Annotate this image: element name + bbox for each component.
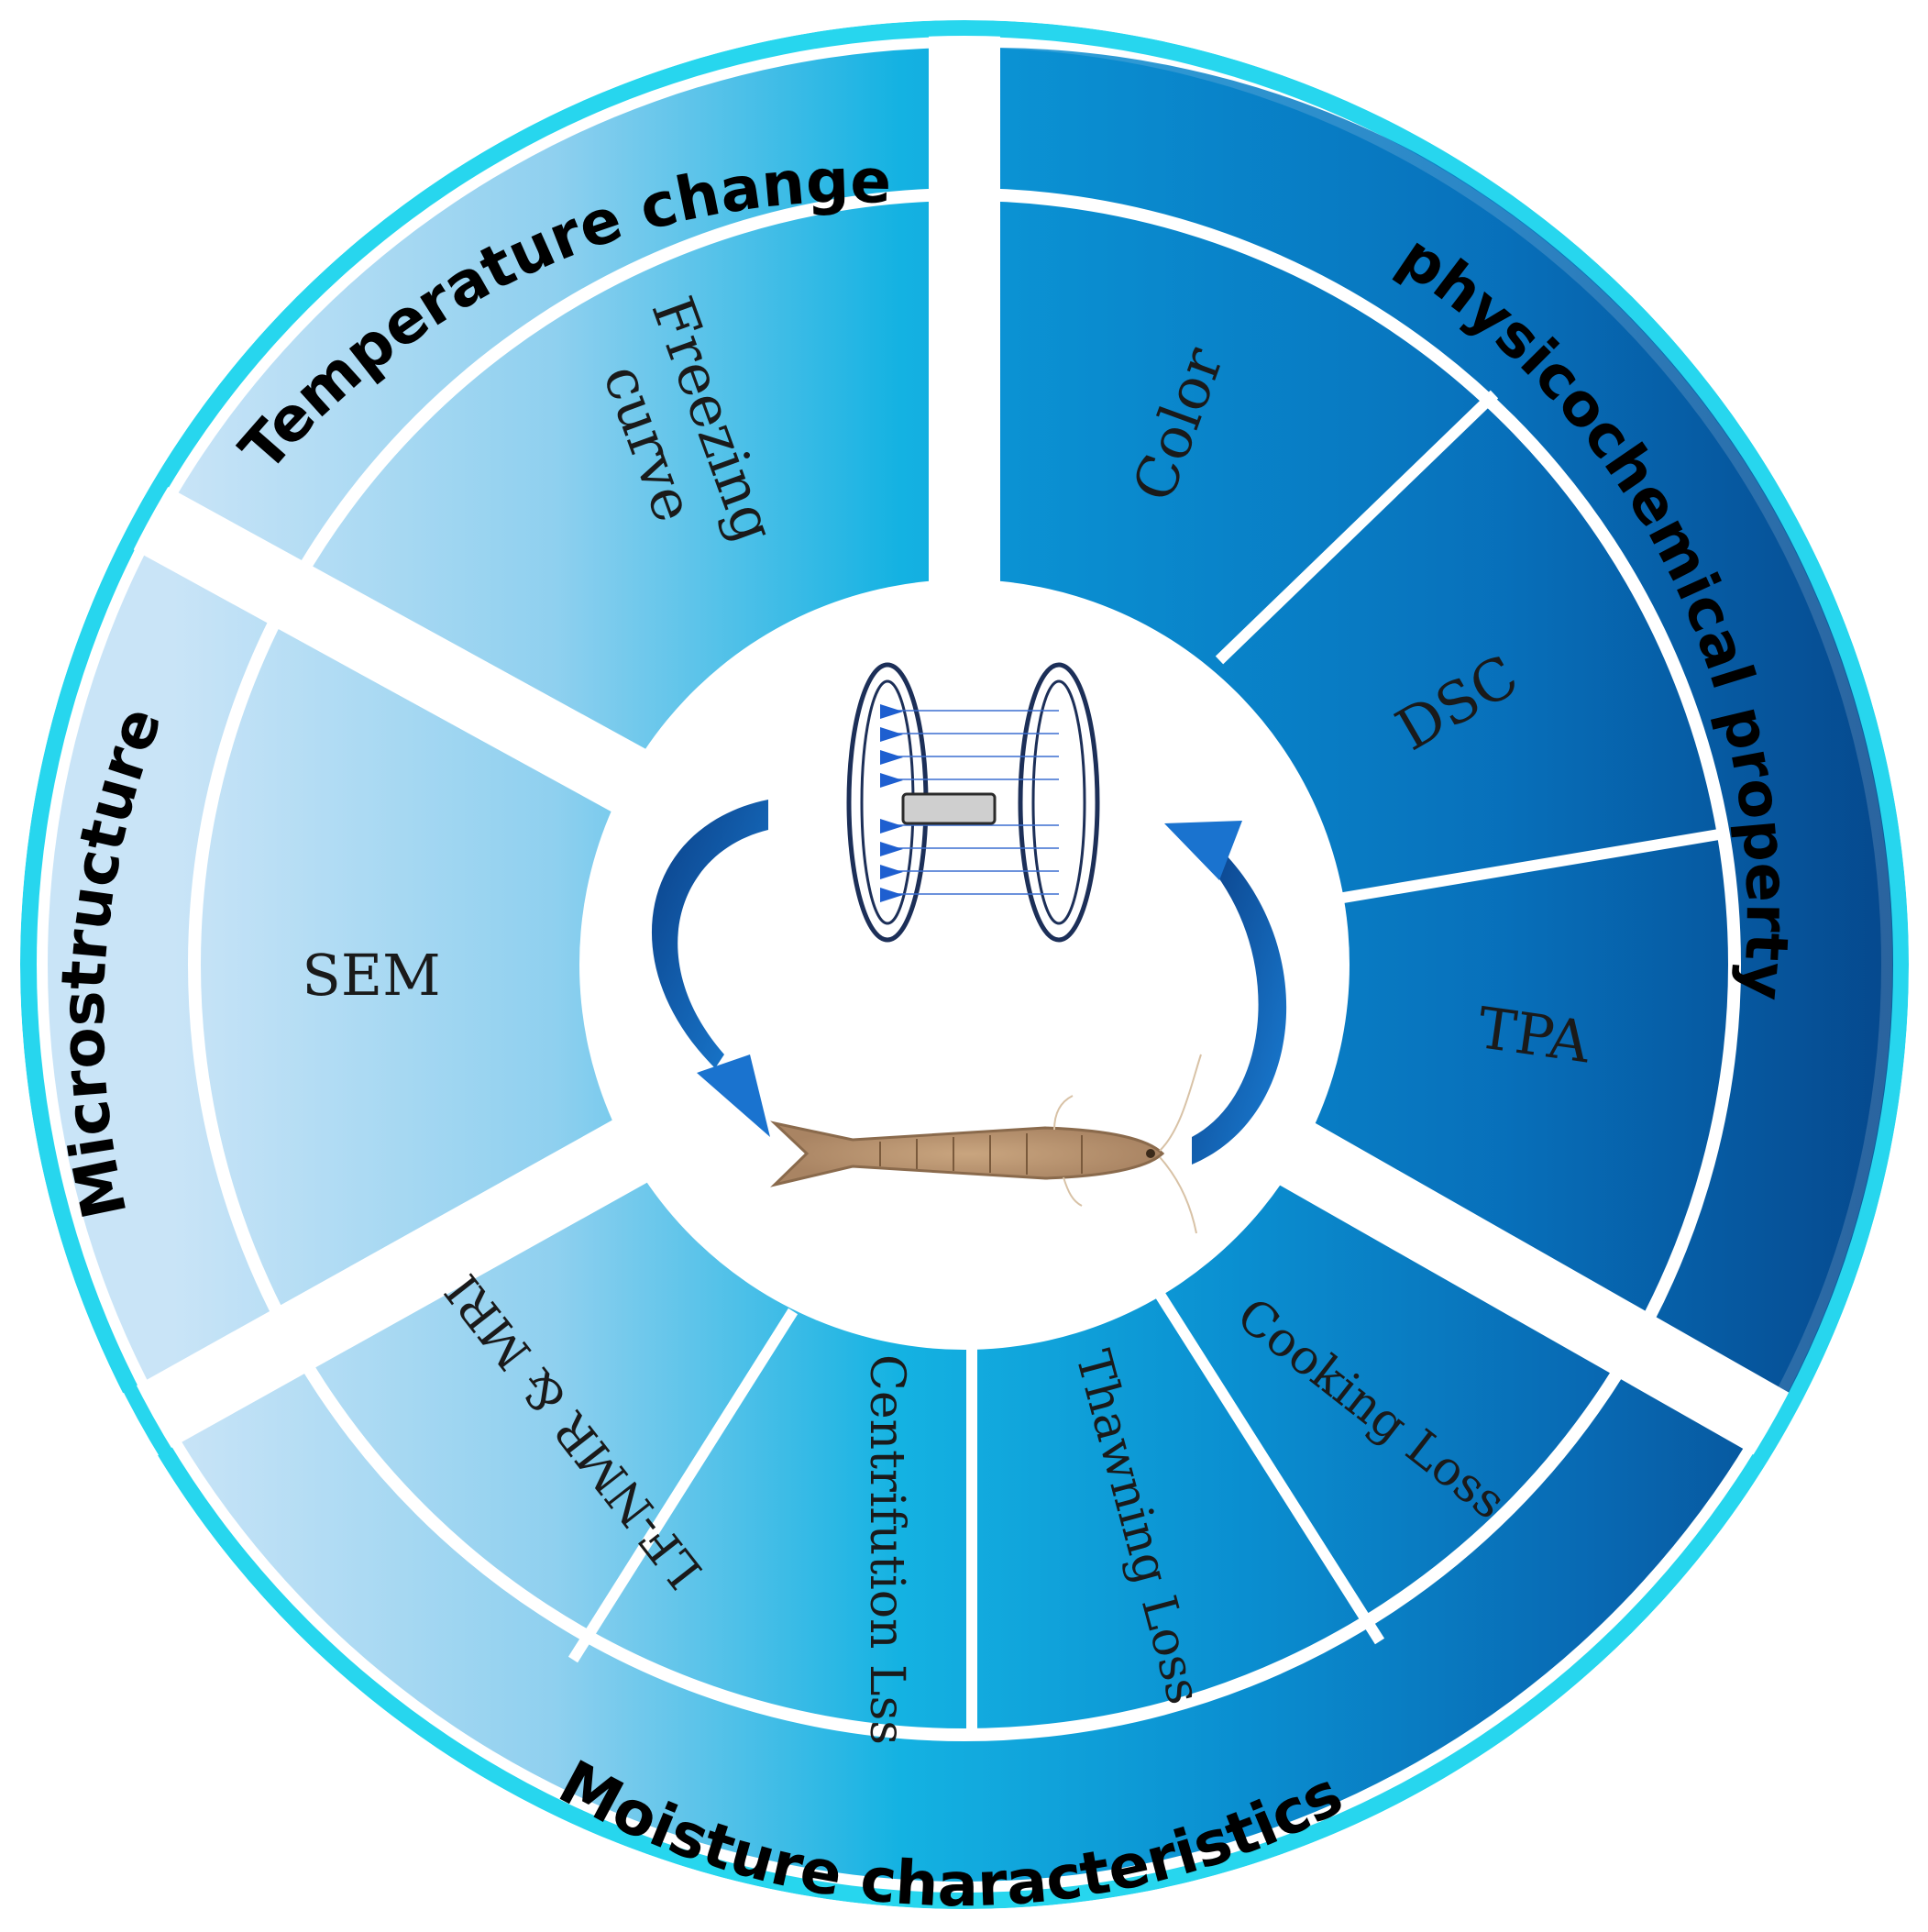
item-sem: SEM <box>302 942 440 1009</box>
cycle-arrow-right-icon <box>1164 821 1287 1165</box>
cycle-arrow-left-icon <box>651 800 770 1137</box>
center-hub <box>579 580 1350 1350</box>
item-separators <box>567 390 1720 1738</box>
inner-ring-border <box>188 188 1741 1741</box>
magnetic-coil-icon <box>846 662 1100 943</box>
item-centrifution-loss: Centrifution Lss <box>859 1354 914 1745</box>
item-tpa: TPA <box>1473 994 1594 1076</box>
outer-ring-stroke <box>21 21 1908 1908</box>
shrimp-icon <box>770 1054 1202 1234</box>
